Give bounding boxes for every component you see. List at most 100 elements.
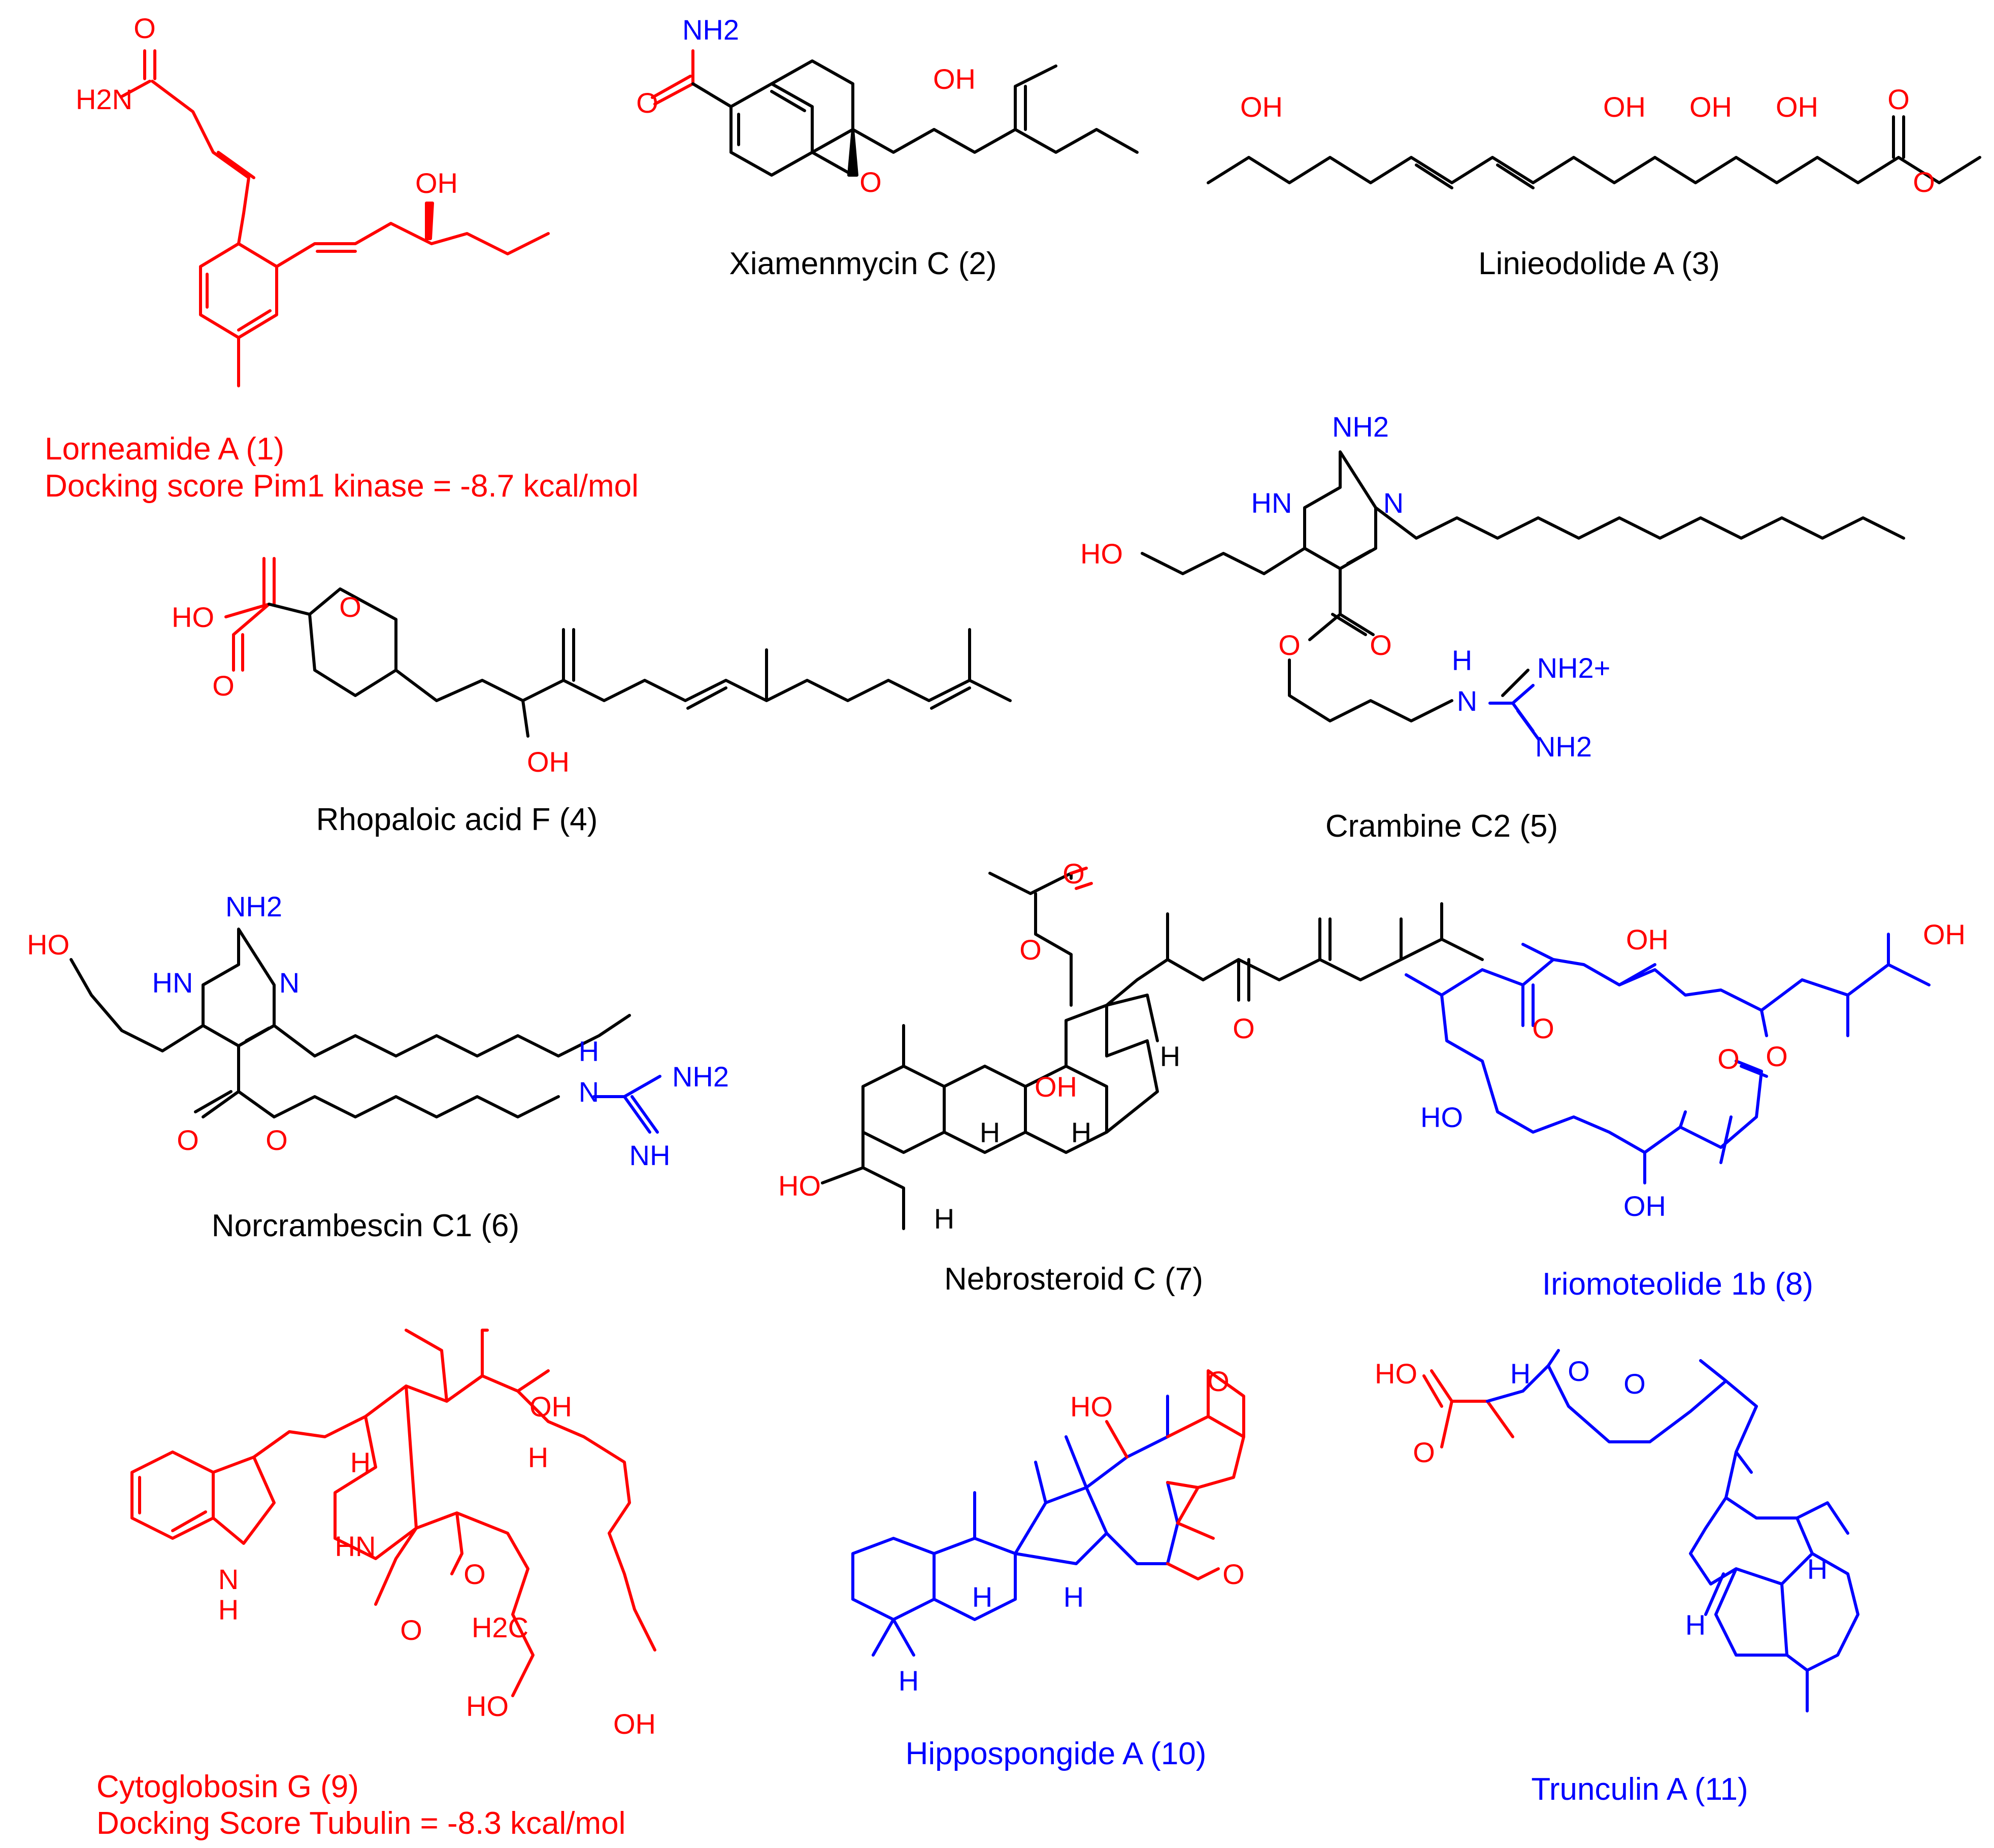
compound-10-atom-h2: H [1064,1581,1084,1613]
compound-10-atom-o: O [1222,1558,1245,1590]
compound-11-atom-oo2: O [1623,1368,1646,1400]
compound-6-atom-nh2b: NH2 [672,1061,729,1093]
compound-9-atom-h3: H [218,1594,239,1626]
compound-6-atom-ho: HO [27,929,70,961]
compound-8-atom-o2: O [1717,1043,1740,1075]
compound-1-name: Lorneamide A (1) [45,432,284,467]
compound-1-structure: O H2N OH [76,12,550,387]
compound-4-name: Rhopaloic acid F (4) [316,802,598,837]
compound-8-atom-ho: HO [1420,1101,1463,1133]
compound-7-atom-ho: HO [778,1170,821,1202]
compound-9-atom-oh1: OH [529,1391,572,1423]
compound-8-atom-oh1: OH [1626,923,1669,955]
compound-5-atom-nh2-plus: NH2+ [1537,652,1611,684]
compound-9-atom-o1: O [400,1614,422,1646]
compound-4-atom-oh: OH [527,746,570,778]
compound-2-name: Xiamenmycin C (2) [729,246,996,281]
compound-7-atom-o2: O [1019,934,1042,966]
compound-3-name: Linieodolide A (3) [1478,246,1720,281]
compound-10-atom-h1: H [972,1581,992,1613]
compound-2-atom-oh: OH [933,63,976,95]
compound-10-structure: HO O O H H H [851,1365,1245,1697]
compound-2-structure: NH2 O OH O [636,14,1139,198]
compound-11-name: Trunculin A (11) [1531,1772,1748,1807]
compound-11-atom-oo1: O [1568,1355,1590,1387]
compound-5-atom-nh2b: NH2 [1535,731,1592,763]
compound-9-atom-h2: H [528,1441,548,1473]
compound-3-structure: OH OH OH OH O O [1207,83,1981,198]
compound-10-name: Hippospongide A (10) [906,1736,1207,1771]
compound-11-atom-h1: H [1510,1358,1531,1390]
compound-4-structure: HO O O OH [172,557,1012,778]
compound-8-structure: OH OH O O O HO OH [1405,918,1966,1222]
compound-6-atom-o2: O [265,1124,288,1156]
compound-9-docking-note: Docking Score Tubulin = -8.3 kcal/mol [96,1806,625,1841]
compound-7-atom-h1: H [980,1116,1000,1148]
compound-8-atom-oh3: OH [1623,1190,1666,1222]
compound-6-name: Norcrambescin C1 (6) [212,1208,519,1243]
compound-8-name: Iriomoteolide 1b (8) [1542,1267,1813,1302]
compound-5-atom-o1: O [1278,629,1301,661]
compound-7-atom-h3: H [1160,1040,1180,1072]
compound-1-atom-nh2: H2N [76,83,132,115]
compound-5-atom-o2: O [1370,629,1392,661]
compound-6-atom-hn: HN [152,967,193,999]
compound-6-atom-nh2: NH2 [225,890,282,922]
compound-2-atom-ring-o: O [859,166,882,198]
compound-7-atom-oh: OH [1035,1071,1077,1103]
compound-3-atom-o1: O [1887,83,1910,115]
compound-1-atom-o: O [134,12,156,44]
compound-5-atom-h: H [1452,644,1472,676]
compound-1-atom-oh: OH [415,167,458,199]
compound-5-atom-hn: HN [1251,487,1292,519]
compound-8-atom-o1: O [1532,1012,1554,1044]
compound-9-atom-ho: HO [466,1690,509,1722]
compound-4-atom-ho: HO [172,601,214,633]
compound-9-atom-h2c: H2C [472,1611,528,1643]
compound-5-atom-n: N [1383,487,1404,519]
compound-4-atom-ring-o: O [339,591,361,623]
compound-4-atom-o: O [212,670,235,702]
compound-7-name: Nebrosteroid C (7) [944,1262,1203,1297]
compound-7-atom-h4: H [934,1203,954,1235]
compound-3-atom-oh4: OH [1776,91,1818,123]
compound-10-atom-ho: HO [1070,1391,1113,1423]
compound-6-atom-o1: O [177,1124,199,1156]
compound-6-atom-h: H [579,1035,599,1067]
compound-3-atom-oh3: OH [1689,91,1732,123]
compound-9-atom-h1: H [350,1446,371,1478]
compound-1-docking-note: Docking score Pim1 kinase = -8.7 kcal/mo… [45,469,639,504]
compound-2-atom-o: O [636,87,658,119]
compound-7-structure: O O O OH H H H H HO [778,857,1484,1235]
compound-3-atom-oh1: OH [1240,91,1283,123]
compound-6-structure: NH2 HN N HO O O H N NH2 NH [27,890,729,1171]
compound-6-atom-n2: N [579,1076,599,1108]
compound-5-atom-nh2: NH2 [1332,411,1389,443]
compound-7-atom-o3: O [1233,1012,1255,1044]
compound-7-atom-o1: O [1062,857,1085,889]
compound-9-atom-hn: HN [335,1530,376,1562]
compound-11-structure: HO O H O O H H [1375,1349,1859,1712]
compound-6-atom-n: N [279,967,300,999]
compound-11-atom-o: O [1413,1436,1435,1468]
compound-9-atom-o2: O [463,1558,486,1590]
compound-5-atom-n2: N [1457,685,1477,717]
compound-5-atom-ho: HO [1080,538,1123,570]
compound-10-atom-o-furan: O [1207,1365,1229,1397]
compound-2-atom-nh2: NH2 [682,14,739,46]
compound-7-atom-h2: H [1071,1116,1091,1148]
compound-11-atom-h2: H [1807,1553,1827,1585]
compound-8-atom-o3: O [1766,1040,1788,1072]
compound-3-atom-oh2: OH [1603,91,1646,123]
compound-6-atom-nh: NH [629,1139,671,1171]
compound-9-structure: OH H H HN N H O O H2C HO OH [130,1329,656,1740]
compound-10-atom-h3: H [899,1665,919,1697]
compound-11-atom-ho: HO [1375,1358,1417,1390]
compound-9-name: Cytoglobosin G (9) [96,1769,359,1804]
compound-5-structure: NH2 HN N HO O O H N NH2+ NH2 [1080,411,1905,763]
compound-8-atom-oh2: OH [1923,918,1966,950]
compound-9-atom-nh: N [218,1563,239,1595]
compound-9-atom-oh2: OH [613,1708,656,1740]
